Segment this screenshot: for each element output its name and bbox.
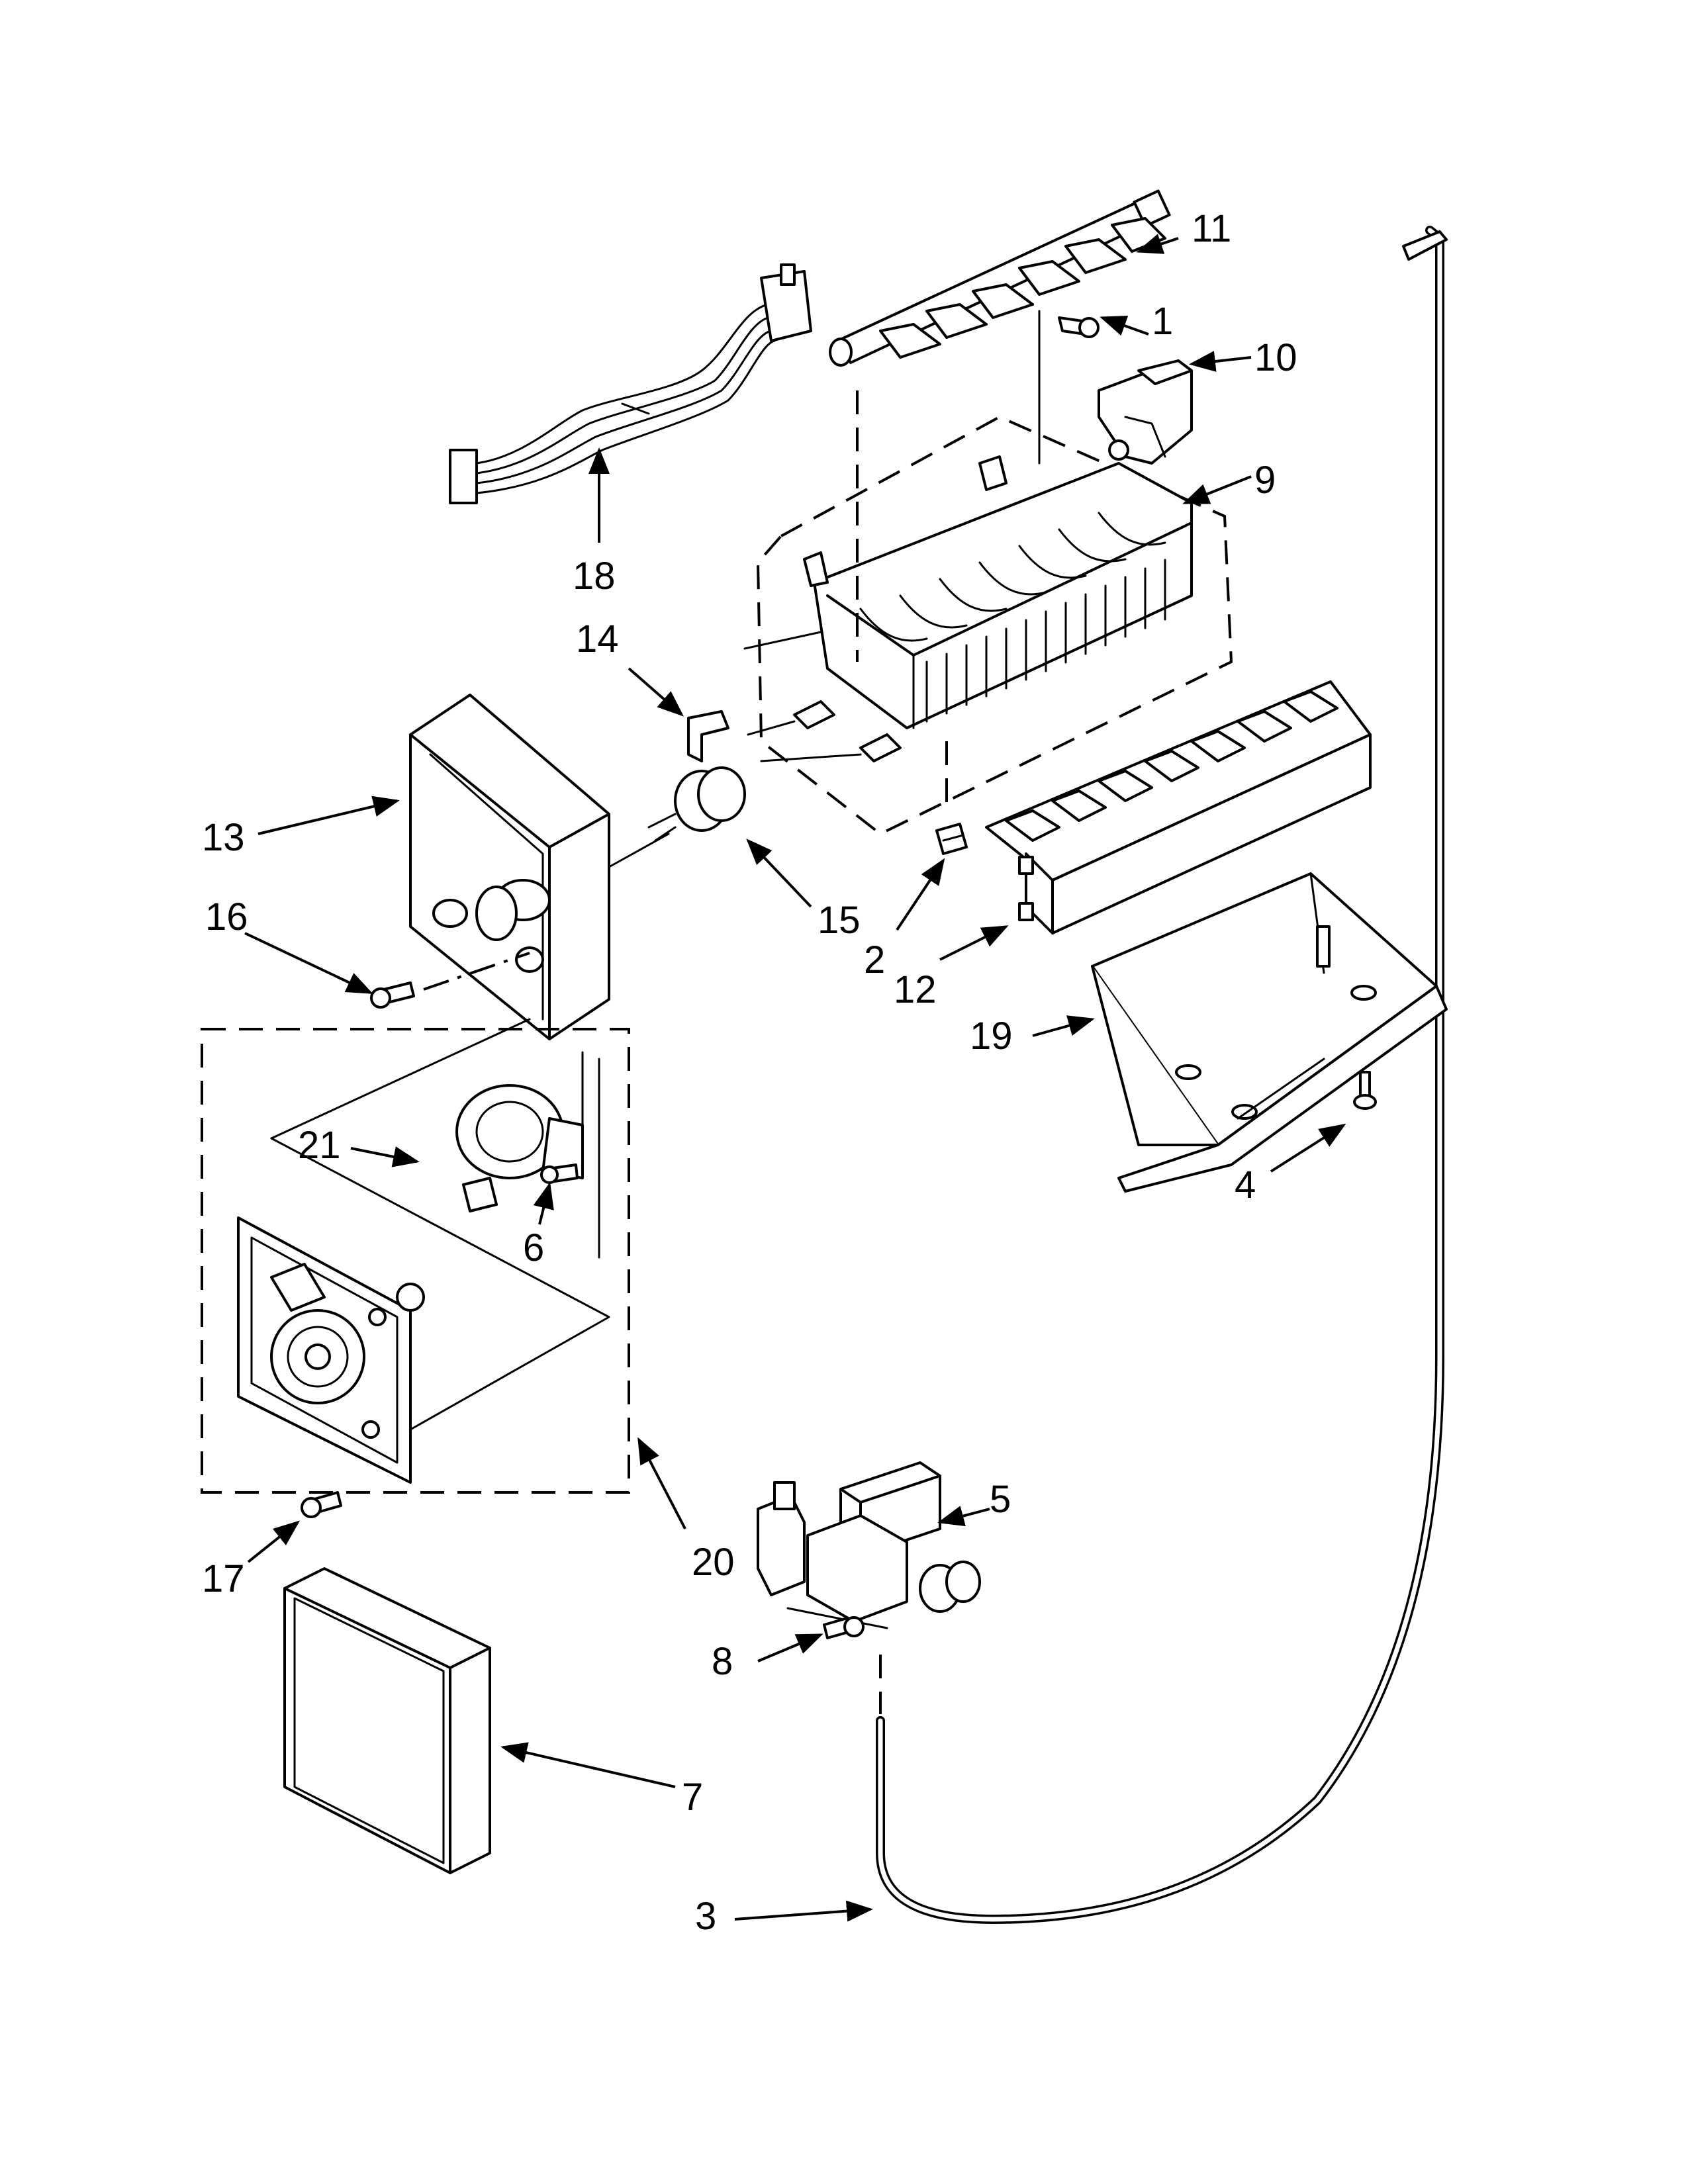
callout-9: 9 [1254, 459, 1276, 502]
callout-8: 8 [712, 1640, 733, 1683]
callout-21: 21 [298, 1124, 341, 1167]
callouts: 11 1 10 9 18 14 13 15 16 2 12 19 21 6 4 … [202, 207, 1297, 1938]
thermostat [608, 766, 746, 868]
callout-5: 5 [990, 1478, 1011, 1521]
callout-18: 18 [573, 555, 616, 598]
ice-bin [1091, 872, 1448, 1193]
wire-harness [449, 263, 812, 504]
control-housing [409, 694, 610, 1040]
callout-15: 15 [818, 899, 861, 942]
pad [283, 1567, 491, 1874]
callout-14: 14 [576, 617, 619, 660]
callout-4: 4 [1235, 1163, 1256, 1206]
screw-8 [823, 1616, 865, 1639]
clip-14 [687, 710, 729, 762]
module-kit [201, 1018, 630, 1494]
mold-assembly [743, 310, 1233, 836]
leader-lines [244, 234, 1346, 1922]
motor [455, 1051, 600, 1259]
callout-10: 10 [1254, 336, 1297, 379]
water-valve [757, 1461, 981, 1629]
callout-11: 11 [1192, 207, 1231, 250]
clip-2 [935, 823, 968, 855]
fill-cup [1098, 359, 1193, 465]
callout-13: 13 [202, 816, 245, 859]
callout-1: 1 [1152, 300, 1173, 343]
callout-17: 17 [202, 1557, 245, 1600]
callout-19: 19 [970, 1015, 1013, 1058]
screw-1 [1058, 316, 1100, 338]
callout-12: 12 [894, 968, 937, 1011]
callout-20: 20 [692, 1541, 735, 1584]
callout-6: 6 [523, 1226, 544, 1269]
screw-17 [301, 1491, 342, 1518]
callout-3: 3 [695, 1895, 716, 1938]
screw-6 [540, 1163, 579, 1184]
screw-16 [370, 952, 530, 1009]
screw-4 [1353, 1071, 1377, 1110]
stripper [985, 680, 1372, 934]
callout-16: 16 [205, 895, 248, 938]
callout-2: 2 [864, 938, 885, 981]
ejector [829, 189, 1171, 367]
water-tube [876, 226, 1448, 1925]
callout-7: 7 [682, 1776, 703, 1819]
